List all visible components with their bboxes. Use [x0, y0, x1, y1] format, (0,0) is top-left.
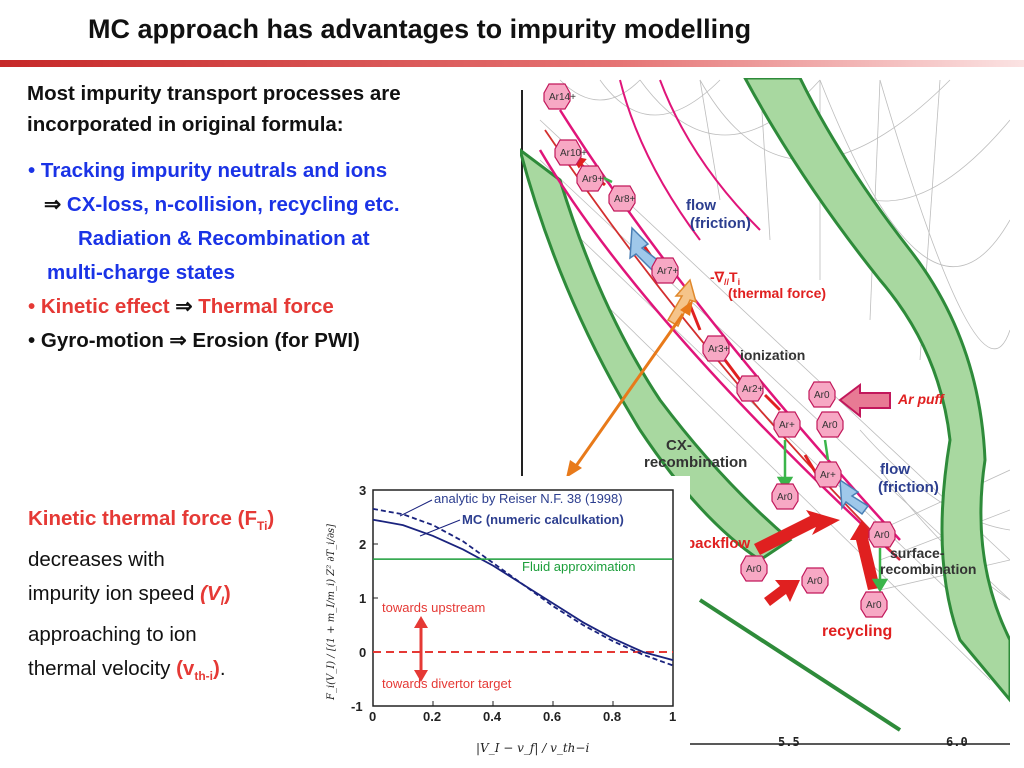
- connector-arrow: [574, 313, 685, 467]
- side-t3: impurity ion speed (VI): [28, 582, 231, 609]
- y-tick-label: 0: [359, 645, 366, 660]
- flow-arrow-bottom: [839, 478, 870, 516]
- x-tick-label: 0.4: [483, 709, 502, 724]
- side-t1: Kinetic thermal force (FTi): [28, 507, 275, 534]
- y-tick-label: 1: [359, 591, 366, 606]
- x-tick-label: 0.2: [423, 709, 441, 724]
- annotation-divertor: towards divertor target: [382, 676, 512, 691]
- svg-text:Ar0: Ar0: [814, 390, 830, 401]
- page-title: MC approach has advantages to impurity m…: [88, 14, 752, 44]
- svg-text:Ar0: Ar0: [822, 420, 838, 431]
- y-tick-label: 3: [359, 483, 366, 498]
- svg-text:Ar7+: Ar7+: [657, 266, 679, 277]
- bullet-kinetic-b: Thermal force: [198, 295, 334, 318]
- bullet-kinetic: • Kinetic effect ⇒ Thermal force: [28, 295, 334, 318]
- svg-text:Ar2+: Ar2+: [742, 384, 764, 395]
- svg-text:Ar14+: Ar14+: [549, 92, 576, 103]
- ions: Ar14+ Ar10+ Ar9+ Ar8+ Ar7+ Ar3+ Ar2+ Ar+…: [543, 83, 896, 618]
- outer-wall: [743, 78, 1010, 703]
- svg-text:Ar0: Ar0: [874, 530, 890, 541]
- ionization-label: ionization: [740, 347, 805, 363]
- gradT-label: -∇//Ti: [710, 269, 740, 287]
- legend-fluid: Fluid approximation: [522, 559, 635, 574]
- title-rule: [0, 60, 1024, 67]
- diagram-labels: flow (friction) -∇//Ti (thermal force) i…: [644, 197, 976, 640]
- backflow-label: backflow: [686, 535, 751, 552]
- chart-ylabel: F_i(V_I) / [(1 + m_I/m_i) Z² ∂T_i/∂s]: [326, 524, 337, 701]
- svg-text:Ar10+: Ar10+: [560, 148, 587, 159]
- bullet-tracking-sub1: ⇒ CX-loss, n-collision, recycling etc.: [44, 188, 400, 222]
- x-tick-label: 0.6: [543, 709, 561, 724]
- svg-text:Ar0: Ar0: [777, 492, 793, 503]
- implies-symbol: ⇒: [175, 295, 193, 318]
- side-t2: decreases with: [28, 548, 165, 572]
- direction-double-arrow: [414, 616, 428, 682]
- svg-text:Ar3+: Ar3+: [708, 344, 730, 355]
- bullet-tracking-text: Tracking impurity neutrals and ions: [40, 159, 388, 182]
- bullet-tracking-sub2: Radiation & Recombination at: [78, 227, 370, 250]
- x-tick-label: 1: [669, 709, 676, 724]
- x-tick-label: 0.8: [603, 709, 621, 724]
- legend-mc: MC (numeric calculkation): [462, 512, 624, 527]
- implies-symbol: ⇒: [44, 193, 62, 216]
- cx-label-2: recombination: [644, 454, 747, 471]
- bullet-gyro: • Gyro-motion ⇒ Erosion (for PWI): [28, 329, 360, 352]
- svg-text:Ar0: Ar0: [746, 564, 762, 575]
- bullet-tracking: • Tracking impurity neutrals and ions: [28, 159, 388, 182]
- y-tick-label: -1: [351, 699, 363, 714]
- series-line-1: [372, 518, 674, 661]
- svg-text:Ar+: Ar+: [820, 470, 836, 481]
- surface-label: surface-: [890, 545, 945, 561]
- flow-label-top: flow: [686, 197, 716, 214]
- bullet-gyro-text: Gyro-motion ⇒ Erosion (for PWI): [40, 329, 360, 352]
- bullet-tracking-sub1-text: CX-loss, n-collision, recycling etc.: [66, 193, 400, 216]
- svg-text:Ar9+: Ar9+: [582, 174, 604, 185]
- friction-label-top: (friction): [690, 215, 751, 232]
- backflow-arrow-2: [764, 580, 800, 606]
- bullet-tracking-sub3: multi-charge states: [47, 261, 235, 284]
- axis-label-60: 6.0: [946, 735, 968, 749]
- cx-label: CX-: [666, 437, 692, 454]
- backflow-arrow-1: [754, 510, 840, 555]
- side-explanation: Kinetic thermal force (FTi) decreases wi…: [28, 502, 348, 693]
- thermal-force-label: (thermal force): [728, 285, 826, 301]
- svg-text:Ar0: Ar0: [807, 576, 823, 587]
- ar-puff-label: Ar puff: [897, 391, 945, 407]
- thermal-force-arrow: [666, 278, 698, 328]
- flow-label-bottom: flow: [880, 461, 910, 478]
- chart-xlabel: |V_I − v_f| / v_th−i: [476, 741, 589, 755]
- annotation-upstream: towards upstream: [382, 600, 485, 615]
- intro-text: Most impurity transport processes are in…: [27, 78, 497, 140]
- recycling-label: recycling: [822, 623, 892, 640]
- axis-label-55: 5.5: [778, 735, 800, 749]
- svg-text:Ar0: Ar0: [866, 600, 882, 611]
- legend-analytic: analytic by Reiser N.F. 38 (1998): [434, 491, 623, 506]
- friction-label-bottom: (friction): [878, 479, 939, 496]
- svg-text:Ar+: Ar+: [779, 420, 795, 431]
- side-t4: approaching to ion: [28, 623, 197, 647]
- svg-text:Ar8+: Ar8+: [614, 194, 636, 205]
- intro-line-2: incorporated in original formula:: [27, 113, 344, 136]
- x-tick-label: 0: [369, 709, 376, 724]
- intro-line-1: Most impurity transport processes are: [27, 82, 401, 105]
- side-t5: thermal velocity (vth-i).: [28, 657, 226, 684]
- ar-puff-arrow: [838, 383, 891, 419]
- surface-label-2: recombination: [880, 561, 976, 577]
- bullet-kinetic-a: Kinetic effect: [40, 295, 170, 318]
- green-arrows: [599, 174, 889, 593]
- y-tick-label: 2: [359, 537, 366, 552]
